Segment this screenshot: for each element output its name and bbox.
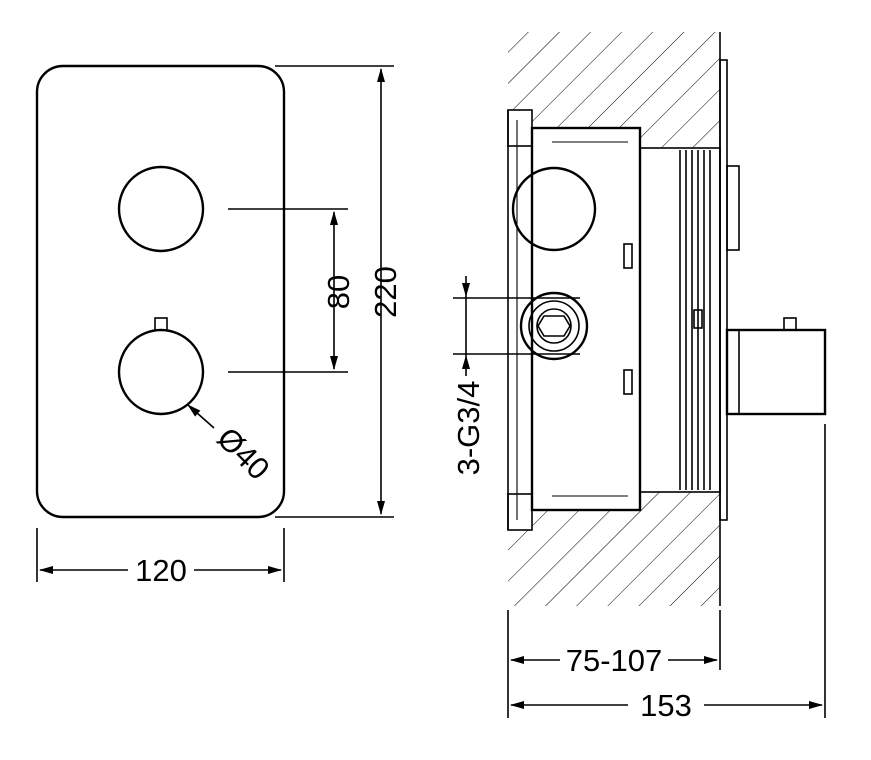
cover-plate <box>35 64 286 519</box>
upper-outlet <box>511 166 597 252</box>
width-label: 120 <box>135 553 187 588</box>
side-indicator-pin <box>783 317 797 331</box>
box-tab-upper <box>623 243 633 269</box>
side-lower-handle <box>725 328 827 416</box>
wall-section-top <box>508 32 720 148</box>
diameter-label: Ø40 <box>210 420 276 486</box>
spacing-label: 80 <box>321 275 356 309</box>
side-upper-handle <box>726 165 740 251</box>
total-label: 153 <box>640 688 692 723</box>
side-view: 3-G3/4 75-107 153 <box>451 32 827 723</box>
box-tab-lower <box>623 369 633 395</box>
front-view: 80 220 120 Ø40 <box>35 64 403 588</box>
thread-connection-inner <box>536 308 572 344</box>
sleeve-clip <box>693 309 703 329</box>
lower-handle <box>117 328 205 416</box>
upper-handle <box>117 165 205 253</box>
mounting-flange-bottom <box>507 493 533 531</box>
thread-hex <box>537 315 571 337</box>
side-cover-plate <box>719 59 728 521</box>
diameter-leader <box>187 404 215 429</box>
connection-label: 3-G3/4 <box>451 381 486 476</box>
thread-connection-outer <box>519 291 589 361</box>
depth-label: 75-107 <box>566 643 663 678</box>
thread-connection-mid <box>528 300 580 352</box>
indicator-pin <box>154 317 168 331</box>
mounting-flange-top <box>507 109 533 147</box>
wall-section-bottom <box>508 492 720 606</box>
height-label: 220 <box>368 266 403 318</box>
